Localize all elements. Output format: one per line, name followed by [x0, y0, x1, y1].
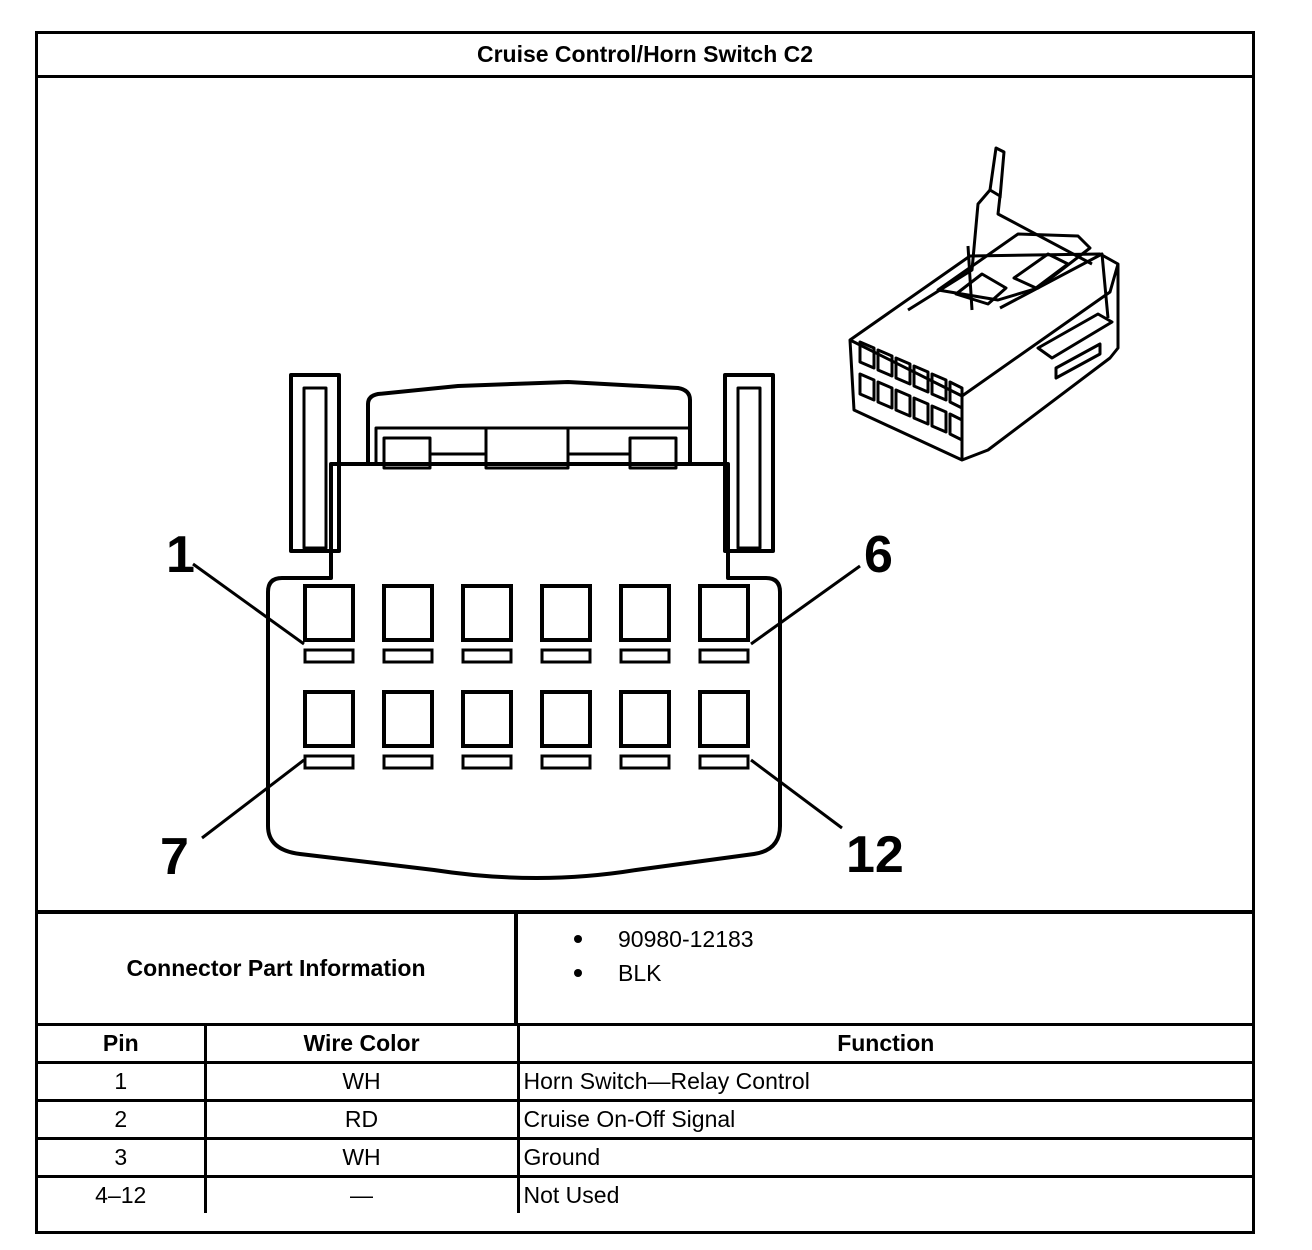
pin-cavity-2 [382, 584, 434, 642]
page-title: Cruise Control/Horn Switch C2 [38, 34, 1252, 78]
pin-table-header: Pin Wire Color Function [38, 1026, 1252, 1064]
top-hump [366, 380, 692, 464]
connector-body [266, 462, 782, 880]
pin-cavity-10 [540, 690, 592, 748]
cell-wire-color: — [203, 1175, 520, 1213]
cell-function: Cruise On-Off Signal [516, 1099, 1252, 1140]
leader-pin-6 [750, 564, 861, 646]
cell-wire-color: WH [203, 1137, 520, 1178]
cell-pin: 1 [38, 1061, 207, 1102]
pin-lock-tab-12 [698, 754, 750, 770]
pin-lock-tab-3 [461, 648, 513, 664]
cell-wire-color: RD [203, 1099, 520, 1140]
header-pin: Pin [38, 1026, 207, 1064]
cell-function: Not Used [516, 1175, 1252, 1213]
info-item-color: BLK [574, 960, 661, 987]
pin-cavity-4 [540, 584, 592, 642]
pin-cavity-11 [619, 690, 671, 748]
pin-table: Pin Wire Color Function 1 WH Horn Switch… [38, 1026, 1252, 1213]
header-function: Function [516, 1026, 1252, 1064]
connector-info-list: 90980-12183 BLK [518, 914, 1252, 1023]
connector-drawing: 1 6 7 12 [38, 78, 1252, 910]
table-row: 1 WH Horn Switch—Relay Control [38, 1061, 1252, 1102]
right-latch [723, 373, 775, 553]
bullet-icon [574, 968, 582, 977]
pin-lock-tab-5 [619, 648, 671, 664]
pin-cavities [303, 584, 750, 770]
callout-pin-1: 1 [166, 526, 195, 584]
info-item-part-number: 90980-12183 [574, 926, 754, 953]
pin-cavity-7 [303, 690, 355, 748]
leader-pin-12 [750, 758, 843, 830]
callout-pin-12: 12 [846, 826, 904, 884]
connector-part-information: Connector Part Information 90980-12183 B… [38, 910, 1252, 1026]
cell-function: Horn Switch—Relay Control [516, 1061, 1252, 1102]
pin-lock-tab-11 [619, 754, 671, 770]
pin-cavity-9 [461, 690, 513, 748]
cell-function: Ground [516, 1137, 1252, 1178]
header-wire-color: Wire Color [203, 1026, 520, 1064]
pin-lock-tab-4 [540, 648, 592, 664]
callout-pin-6: 6 [864, 526, 893, 584]
cell-wire-color: WH [203, 1061, 520, 1102]
pin-lock-tab-6 [698, 648, 750, 664]
cell-pin: 3 [38, 1137, 207, 1178]
pin-cavity-3 [461, 584, 513, 642]
cell-pin: 4–12 [38, 1175, 207, 1213]
pin-cavity-5 [619, 584, 671, 642]
pin-lock-tab-10 [540, 754, 592, 770]
table-row: 4–12 — Not Used [38, 1175, 1252, 1213]
table-row: 3 WH Ground [38, 1137, 1252, 1178]
leader-pin-1 [192, 562, 305, 646]
pin-lock-tab-9 [461, 754, 513, 770]
table-row: 2 RD Cruise On-Off Signal [38, 1099, 1252, 1140]
bullet-icon [574, 934, 582, 943]
pin-lock-tab-7 [303, 754, 355, 770]
pin-cavity-1 [303, 584, 355, 642]
connector-sheet: Cruise Control/Horn Switch C2 [35, 31, 1255, 1234]
leader-pin-7 [201, 758, 305, 840]
pin-cavity-8 [382, 690, 434, 748]
pin-lock-tab-2 [382, 648, 434, 664]
pin-cavity-6 [698, 584, 750, 642]
pin-lock-tab-8 [382, 754, 434, 770]
connector-face-diagram: 1 6 7 12 [160, 146, 1120, 886]
connector-info-label: Connector Part Information [38, 914, 518, 1023]
pin-cavity-12 [698, 690, 750, 748]
callout-pin-7: 7 [160, 828, 189, 886]
cell-pin: 2 [38, 1099, 207, 1140]
pin-lock-tab-1 [303, 648, 355, 664]
connector-3d-view [848, 146, 1120, 462]
